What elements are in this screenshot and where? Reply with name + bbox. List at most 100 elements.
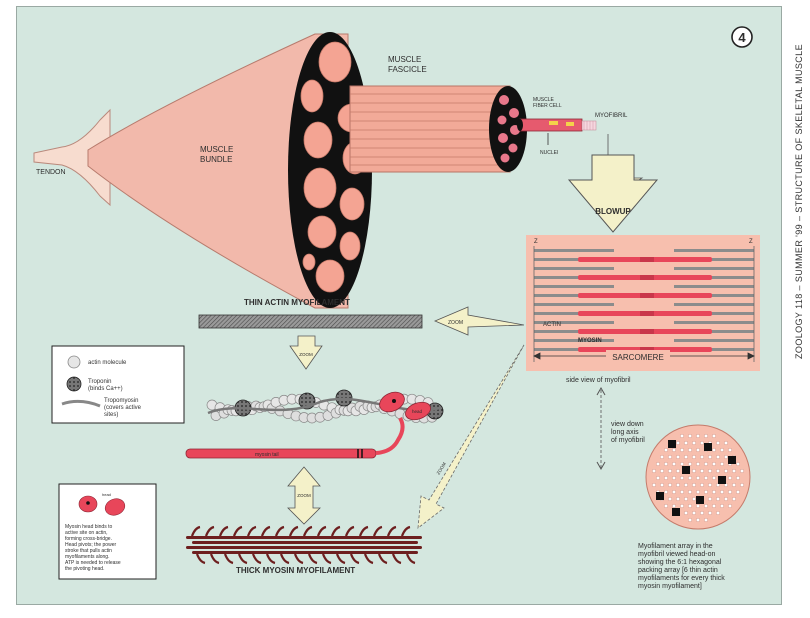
myosin-head-bottom: [351, 554, 359, 563]
actin-dot: [704, 490, 708, 494]
actin-dot: [712, 434, 716, 438]
zoom-label-down: ZOOM: [299, 352, 313, 357]
actin-dot: [672, 476, 676, 480]
muscle-bundle-line-2: BUNDLE: [200, 155, 232, 164]
m-line-zone: [640, 293, 654, 298]
myosin-head-bottom: [337, 554, 345, 563]
blowup-arrow: [569, 155, 657, 232]
m-line-zone: [640, 275, 654, 280]
actin-dot: [688, 490, 692, 494]
actin-dot: [664, 476, 668, 480]
caption-line: packing array [6 thin actin: [638, 567, 718, 574]
myosin-head-bottom: [393, 554, 401, 563]
actin-dot: [688, 518, 692, 522]
actin-filament-left: [534, 285, 614, 288]
actin-dot: [700, 441, 704, 445]
actin-dot: [728, 476, 732, 480]
actin-dot: [684, 483, 688, 487]
actin-dot: [716, 441, 720, 445]
actin-dot: [732, 469, 736, 473]
myosin-head-top: [290, 527, 298, 536]
legend-tropomyosin-line-2: (covers active: [104, 405, 142, 411]
zoom-arrow-diagonal: [418, 345, 524, 528]
myosin-dot: [696, 496, 704, 504]
legend-actin-text: actin molecule: [88, 360, 127, 366]
myosin-head-bottom: [309, 554, 317, 563]
caption-line: myosin myofilament]: [638, 583, 702, 590]
actin-dot: [680, 490, 684, 494]
actin-dot: [656, 476, 660, 480]
actin-dot: [724, 455, 728, 459]
actin-dot: [680, 476, 684, 480]
view-down-label: view down long axis of myofibril: [611, 421, 646, 444]
myosin-head-top: [402, 527, 410, 536]
caption-line: myofibril viewed head-on: [638, 551, 716, 558]
myosin-head-top: [220, 527, 228, 536]
actin-dot: [664, 462, 668, 466]
actin-dot: [708, 483, 712, 487]
actin-dot: [716, 511, 720, 515]
actin-dot: [720, 462, 724, 466]
myosin-tail: [186, 449, 376, 458]
actin-dot: [736, 490, 740, 494]
myosin-neck: [376, 418, 403, 453]
actin-molecule-icon: [68, 356, 80, 368]
actin-dot: [676, 483, 680, 487]
actin-dot: [652, 469, 656, 473]
actin-dot: [672, 490, 676, 494]
actin-filament-right: [674, 321, 754, 324]
thick-filament-strand: [192, 551, 418, 554]
actin-dot: [664, 490, 668, 494]
m-line-zone: [640, 329, 654, 334]
actin-dot: [696, 518, 700, 522]
nucleus-1: [549, 121, 558, 125]
actin-dot: [728, 504, 732, 508]
actin-dot: [664, 504, 668, 508]
actin-dot: [716, 497, 720, 501]
side-view-label: side view of myofibril: [566, 377, 631, 384]
actin-dot: [720, 490, 724, 494]
muscle-bundle-label: MUSCLE BUNDLE: [200, 145, 236, 164]
myosin-head-bottom: [239, 554, 247, 563]
actin-dot: [676, 469, 680, 473]
page-number-badge: 4: [732, 27, 752, 47]
actin-dot: [696, 434, 700, 438]
m-line-zone: [640, 257, 654, 262]
view-down-line-2: long axis: [611, 429, 639, 436]
myosin-head-top: [388, 527, 396, 536]
actin-filament-right: [674, 303, 754, 306]
myosin-dot: [728, 456, 736, 464]
actin-dot: [692, 483, 696, 487]
actin-dot: [676, 455, 680, 459]
myosin-head-bottom: [407, 554, 415, 563]
actin-dot: [668, 469, 672, 473]
actin-dot: [684, 441, 688, 445]
actin-label: ACTIN: [543, 322, 561, 328]
legend-head-label: head: [102, 492, 111, 497]
actin-dot: [700, 455, 704, 459]
view-down-line-3: of myofibril: [611, 437, 645, 444]
actin-dot: [740, 483, 744, 487]
actin-filament-left: [534, 339, 614, 342]
actin-dot: [672, 462, 676, 466]
actin-dot: [740, 469, 744, 473]
myosin-dot: [656, 492, 664, 500]
actin-dot: [664, 448, 668, 452]
actin-dot: [728, 490, 732, 494]
side-title: ZOOLOGY 118 – SUMMER '99 – STRUCTURE OF …: [794, 44, 804, 359]
actin-dot: [672, 448, 676, 452]
m-line-zone: [640, 311, 654, 316]
actin-dot: [708, 469, 712, 473]
myosin-head-top: [234, 527, 242, 536]
myosin-head-bottom: [323, 554, 331, 563]
myosin-head-bottom: [211, 554, 219, 563]
actin-dot: [660, 469, 664, 473]
fascicle-label: MUSCLE FASCICLE: [388, 55, 427, 74]
actin-dot: [724, 497, 728, 501]
actin-dot: [680, 448, 684, 452]
actin-dot: [708, 455, 712, 459]
caption-line: Myofilament array in the: [638, 543, 713, 550]
head-label: head: [412, 409, 423, 414]
